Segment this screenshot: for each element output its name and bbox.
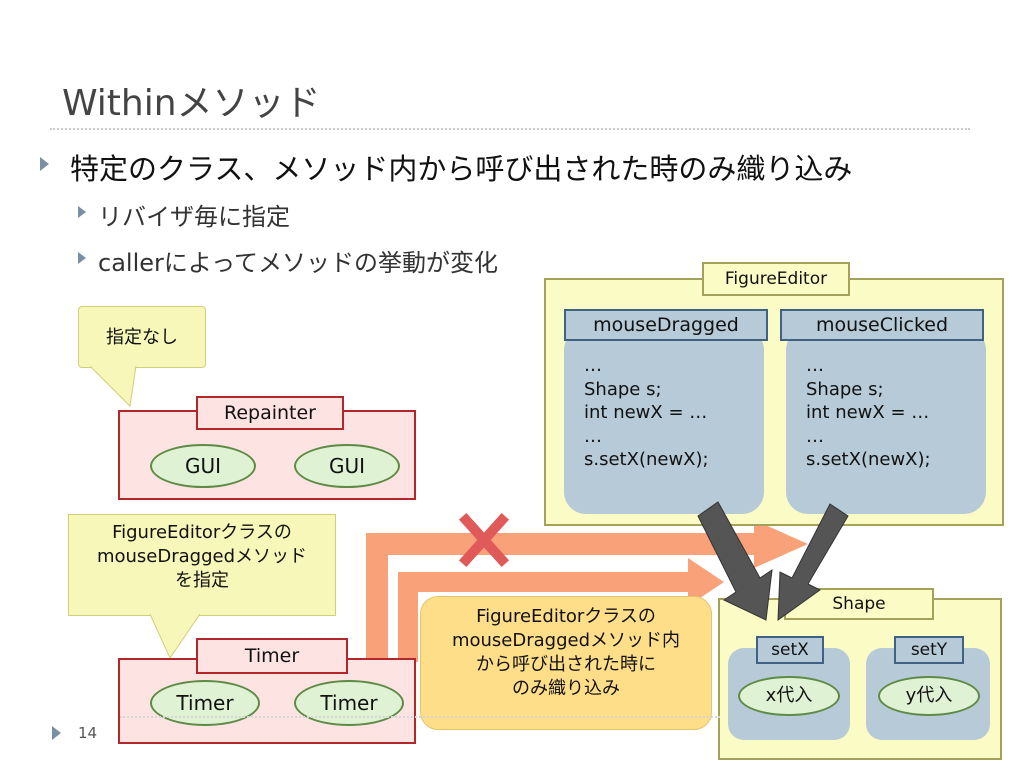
- code-line: …: [806, 425, 824, 447]
- figureeditor-label: FigureEditor: [702, 262, 850, 296]
- callout-spec-line2: mouseDraggedメソッド: [96, 546, 308, 567]
- setx-label: setX: [756, 636, 824, 664]
- callout-no-spec: 指定なし: [78, 306, 206, 368]
- title-divider: [50, 128, 970, 130]
- x-assign-ellipse: x代入: [738, 676, 840, 716]
- timer-label: Timer: [196, 638, 348, 674]
- arrow-to-shape: [398, 558, 724, 662]
- code-line: Shape s;: [584, 378, 662, 400]
- bullet-arrow-icon: [40, 157, 49, 171]
- arrow-to-figureeditor: [366, 520, 808, 661]
- repainter-label: Repainter: [196, 396, 344, 430]
- condition-line3: から呼び出された時に: [476, 654, 656, 675]
- mouseclicked-label: mouseClicked: [780, 309, 984, 341]
- callout-spec-line1: FigureEditorクラスの: [112, 522, 292, 543]
- code-line: s.setX(newX);: [806, 449, 931, 470]
- dark-arrow-right: [777, 503, 849, 622]
- callout-spec-line3: を指定: [175, 570, 229, 591]
- bullet-arrow-icon: [78, 206, 86, 218]
- callout-spec: FigureEditorクラスの mouseDraggedメソッド を指定: [68, 514, 336, 616]
- mousedragged-label: mouseDragged: [564, 309, 768, 341]
- condition-line2: mouseDraggedメソッド内: [451, 630, 681, 651]
- callout-no-spec-text: 指定なし: [106, 327, 178, 348]
- bullet-sub-1: リバイザ毎に指定: [98, 203, 290, 231]
- condition-callout: FigureEditorクラスの mouseDraggedメソッド内 から呼び出…: [420, 596, 712, 730]
- code-line: …: [584, 355, 602, 376]
- bullet-main: 特定のクラス、メソッド内から呼び出された時のみ織り込み: [70, 152, 853, 186]
- bullet-sub-2: callerによってメソッドの挙動が変化: [98, 249, 498, 277]
- code-line: int newX = …: [584, 402, 708, 423]
- code-line: …: [584, 425, 602, 447]
- condition-line4: のみ織り込み: [512, 678, 620, 699]
- dark-arrow-left: [697, 501, 773, 621]
- code-line: …: [806, 355, 824, 376]
- condition-line1: FigureEditorクラスの: [476, 606, 656, 627]
- timer-ellipse-1: Timer: [150, 680, 260, 726]
- slide-title: Withinメソッド: [62, 83, 321, 124]
- code-line: int newX = …: [806, 402, 930, 423]
- sety-label: setY: [894, 636, 964, 664]
- gui-ellipse-1: GUI: [150, 444, 256, 488]
- page-number: 14: [78, 724, 98, 742]
- cross-icon: [458, 512, 510, 568]
- callout-tail: [90, 366, 137, 408]
- code-line: Shape s;: [806, 378, 884, 400]
- footer-arrow-icon: [52, 726, 61, 740]
- code-line: s.setX(newX);: [584, 449, 709, 470]
- gui-ellipse-2: GUI: [294, 444, 400, 488]
- y-assign-ellipse: y代入: [878, 676, 980, 716]
- mousedragged-body: …Shape s;int newX = ……s.setX(newX);: [564, 328, 764, 514]
- bullet-arrow-icon: [78, 252, 86, 264]
- timer-ellipse-2: Timer: [294, 680, 404, 726]
- footer-divider: [120, 716, 720, 718]
- mouseclicked-body: …Shape s;int newX = ……s.setX(newX);: [786, 328, 986, 514]
